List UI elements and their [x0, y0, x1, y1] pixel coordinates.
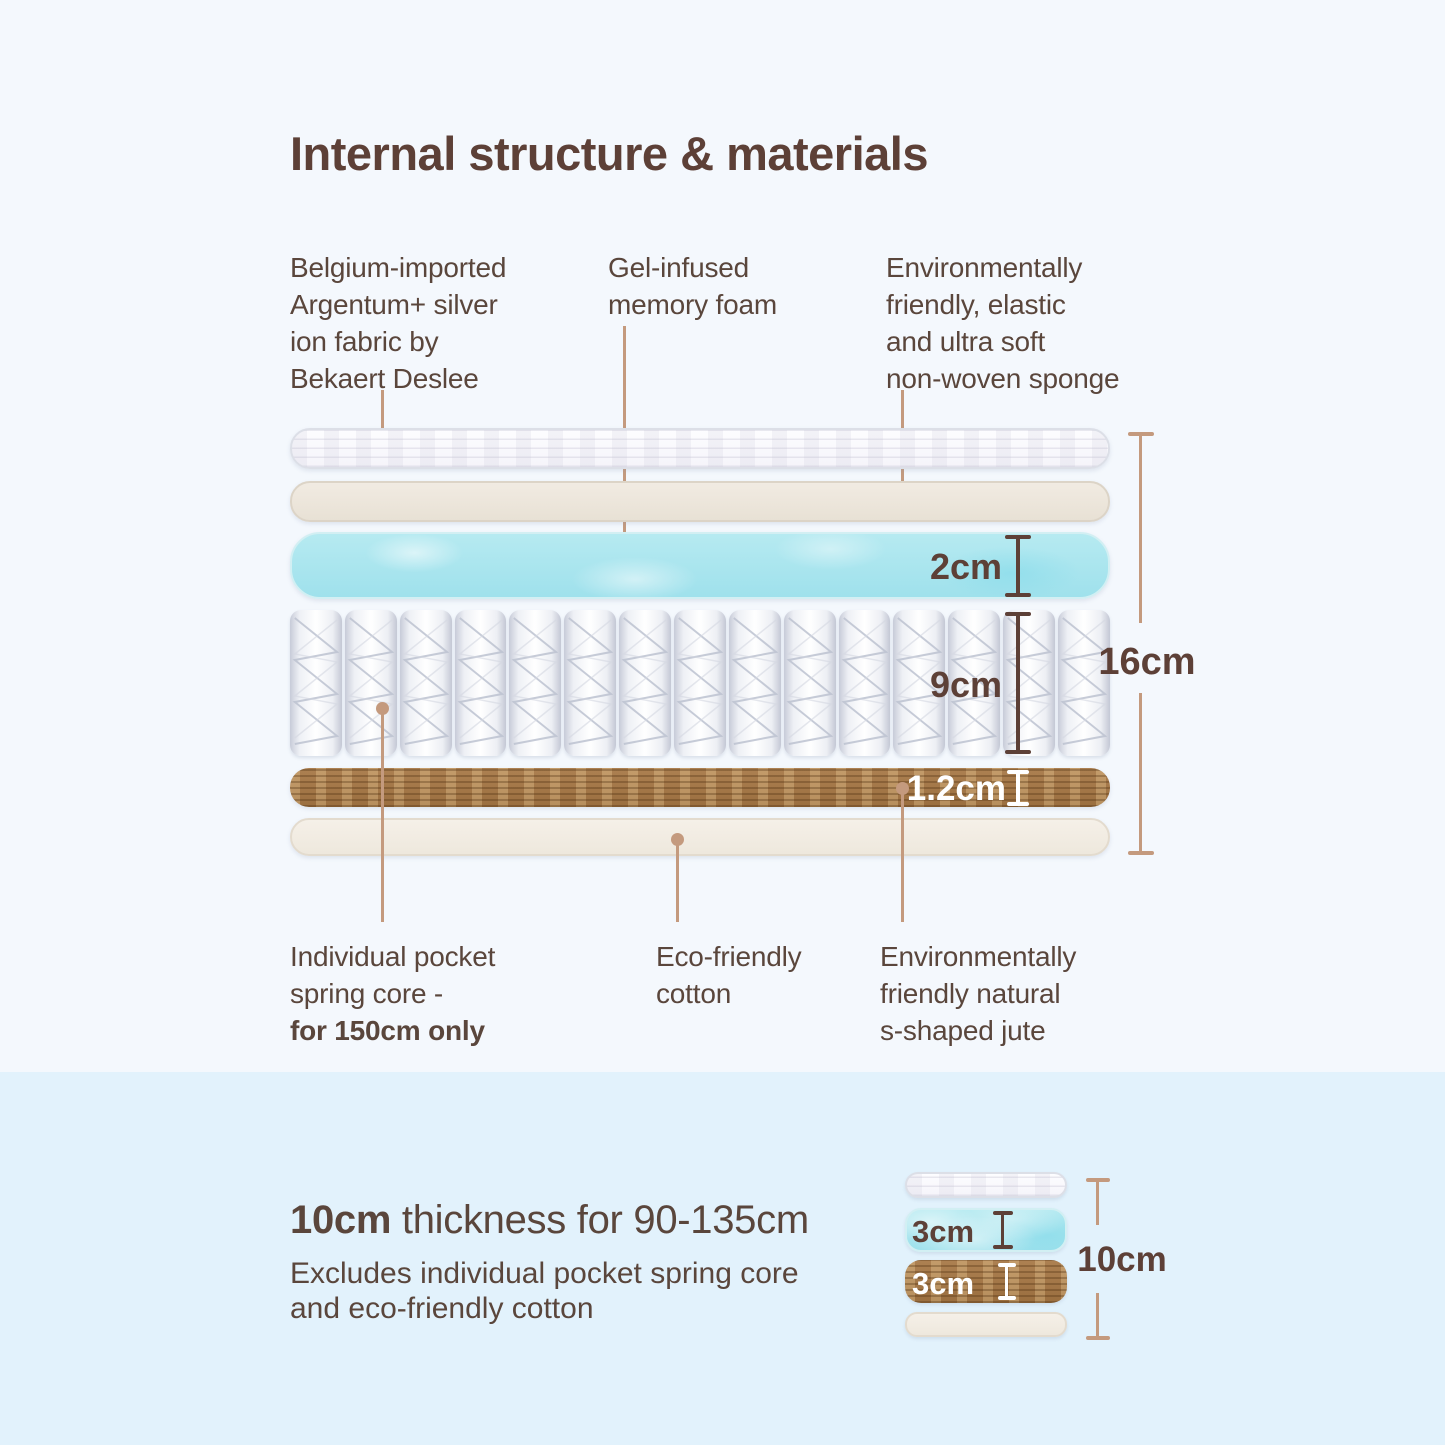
spring-coil: [783, 610, 836, 756]
dim-label-total: 16cm: [1098, 641, 1196, 683]
layer-cotton: [290, 818, 1110, 856]
layer-silver-ion-fabric: [290, 428, 1110, 469]
dim-bracket-gel: [1016, 535, 1020, 597]
small-layer-cotton: [905, 1312, 1067, 1337]
dim-label-gel: 2cm: [929, 546, 1002, 587]
label-memory-foam: Gel-infused memory foam: [608, 252, 777, 320]
footer-heading-bold: 10cm: [290, 1198, 392, 1242]
page-title: Internal structure & materials: [290, 127, 929, 180]
small-dim-label-gel: 3cm: [912, 1214, 975, 1249]
spring-coil: [509, 610, 562, 756]
dim-label-springs: 9cm: [929, 664, 1002, 705]
layer-nonwoven-sponge: [290, 481, 1110, 522]
spring-coil: [399, 610, 452, 756]
spring-coil: [893, 610, 946, 756]
spring-coil: [454, 610, 507, 756]
spring-coil: [1003, 610, 1056, 756]
footer-heading-rest: thickness for 90-135cm: [391, 1198, 809, 1242]
footer-background: [0, 1072, 1445, 1445]
spring-coil: [728, 610, 781, 756]
small-dim-line-total-bottom: [1096, 1293, 1099, 1340]
small-layer-fabric: [905, 1172, 1067, 1198]
small-dim-label-jute: 3cm: [912, 1266, 975, 1301]
footer-heading: 10cm thickness for 90-135cm: [290, 1198, 809, 1243]
layer-pocket-springs: [290, 610, 1110, 756]
small-dim-label-total: 10cm: [1077, 1240, 1167, 1279]
label-spring-core: Individual pocket spring core - for 150c…: [290, 938, 495, 1049]
spring-coil: [290, 610, 342, 756]
layer-gel-memory-foam: [290, 532, 1110, 599]
small-layer-jute: [905, 1260, 1067, 1303]
dim-bracket-springs: [1016, 612, 1020, 754]
small-dim-line-total-top: [1096, 1178, 1099, 1225]
spring-coil: [344, 610, 397, 756]
label-nonwoven-sponge: Environmentally friendly, elastic and ul…: [886, 252, 1120, 394]
spring-coil: [948, 610, 1001, 756]
label-cotton: Eco-friendly cotton: [656, 941, 802, 1009]
spring-coil: [838, 610, 891, 756]
dim-bracket-jute: [1016, 770, 1020, 806]
label-spring-core-text: Individual pocket spring core -: [290, 941, 496, 1009]
spring-coil: [674, 610, 726, 756]
small-layer-gel: [905, 1208, 1067, 1252]
leader-line-cotton: [676, 839, 679, 922]
leader-line-jute: [901, 788, 904, 922]
spring-coil: [1058, 610, 1110, 756]
label-spring-core-bold: for 150cm only: [290, 1015, 485, 1046]
footer-subtext: Excludes individual pocket spring core a…: [290, 1257, 799, 1325]
small-dim-bracket-gel: [1001, 1211, 1004, 1249]
dim-label-jute: 1.2cm: [906, 769, 1006, 808]
spring-coil: [619, 610, 672, 756]
leader-line-fabric: [381, 390, 384, 452]
small-dim-bracket-jute: [1005, 1263, 1008, 1300]
leader-line-spring-core: [381, 708, 384, 922]
spring-coil: [564, 610, 617, 756]
dim-line-total-top: [1139, 432, 1142, 623]
label-jute: Environmentally friendly natural s-shape…: [880, 941, 1077, 1046]
label-silver-ion-fabric: Belgium-imported Argentum+ silver ion fa…: [290, 252, 507, 394]
layer-jute: [290, 768, 1110, 807]
dim-line-total-bottom: [1139, 693, 1142, 855]
